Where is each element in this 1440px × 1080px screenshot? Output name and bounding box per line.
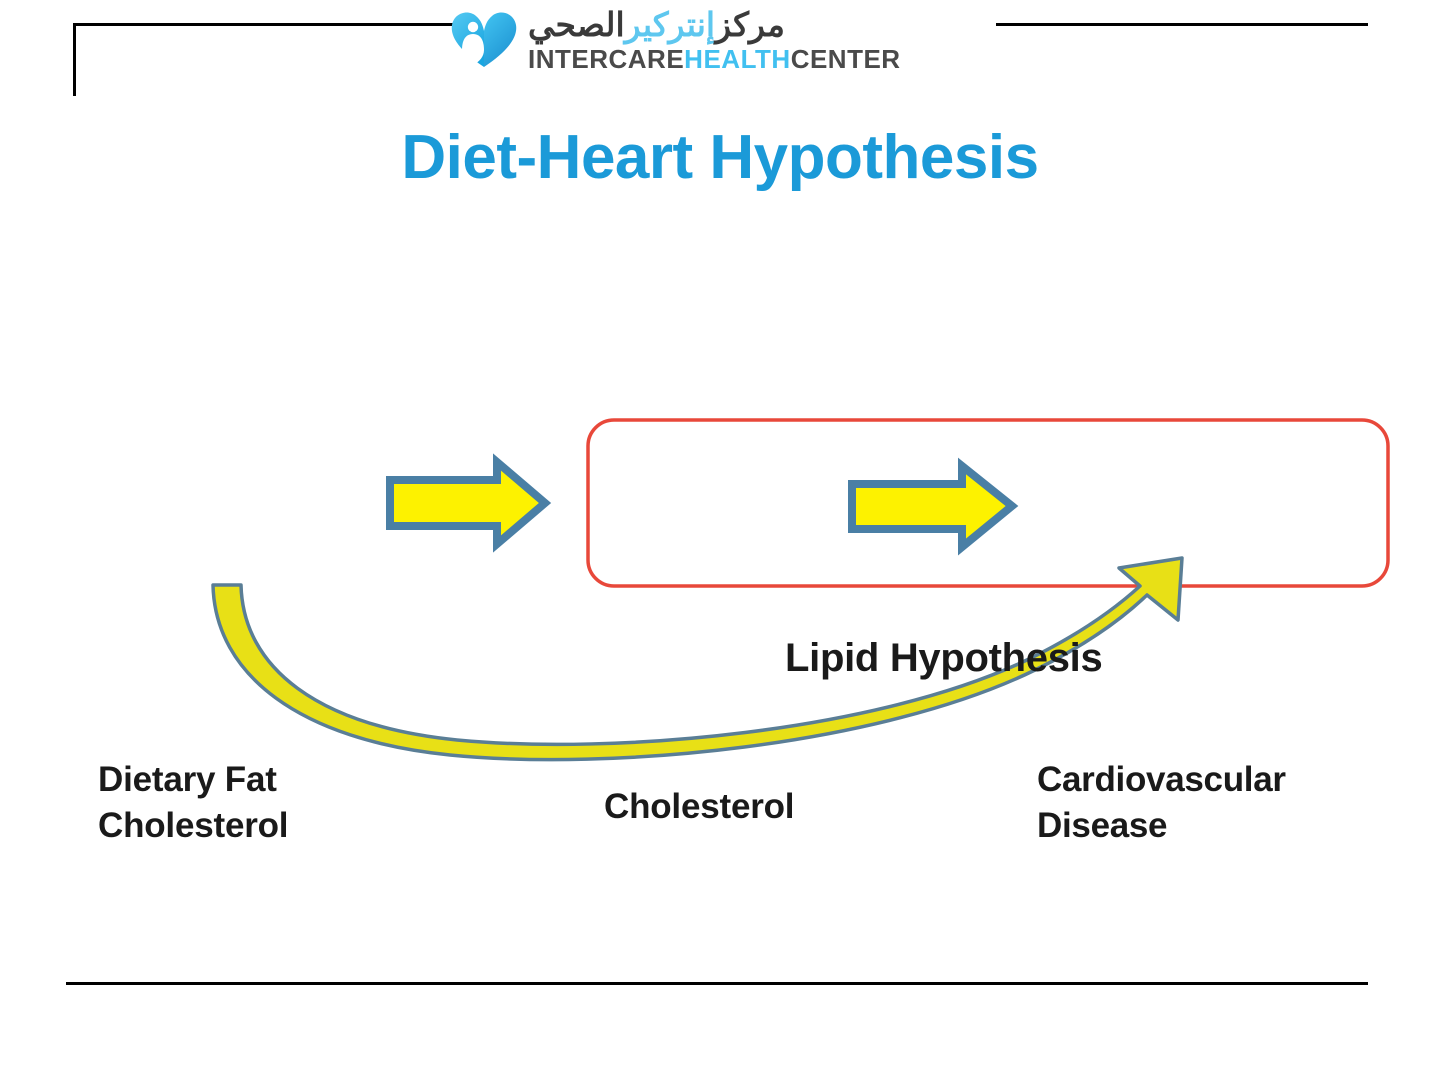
- node-cvd-line2: Disease: [1037, 806, 1168, 846]
- lipid-hypothesis-caption: Lipid Hypothesis: [785, 636, 1103, 680]
- node-cardiovascular-disease: Cardiovascular Disease: [1037, 757, 1286, 849]
- heart-person-logo-icon: [448, 7, 520, 71]
- lipid-hypothesis-box: [586, 418, 1390, 588]
- logo-wordmark: مركز إنتركير الصحي INTERCAREHEALTHCENTER: [528, 7, 901, 72]
- logo-english-brand: HEALTH: [684, 43, 791, 74]
- footer-rule: [66, 982, 1368, 985]
- header-rule-top-left: [73, 23, 456, 26]
- logo-arabic-prefix: مركز: [715, 6, 785, 43]
- logo-english-text: INTERCAREHEALTHCENTER: [528, 46, 901, 72]
- arrow-cholesterol-to-cvd: [848, 457, 1019, 556]
- header-rule-top-right: [996, 23, 1368, 26]
- diet-heart-diagram: Lipid Hypothesis Dietary Fat Cholesterol…: [0, 300, 1440, 845]
- node-cvd-line1: Cardiovascular: [1037, 760, 1286, 799]
- diagram-graphics: [211, 418, 1390, 762]
- logo-english-prefix: INTERCARE: [528, 43, 685, 74]
- node-dietary-fat-cholesterol: Dietary Fat Cholesterol: [98, 757, 289, 849]
- header-rule-left-vertical: [73, 23, 76, 96]
- logo-english-suffix: CENTER: [790, 43, 901, 74]
- node-cholesterol: Cholesterol: [604, 787, 795, 826]
- intercare-health-center-logo: مركز إنتركير الصحي INTERCAREHEALTHCENTER: [448, 4, 1000, 74]
- node-dietary-line1: Dietary Fat: [98, 760, 277, 799]
- node-dietary-line2: Cholesterol: [98, 806, 289, 846]
- curved-arrow-diet-to-cvd: [211, 556, 1184, 762]
- arrow-dietary-to-cholesterol: [386, 453, 552, 553]
- logo-arabic-suffix: الصحي: [528, 6, 625, 43]
- logo-arabic-brand: إنتركير: [624, 6, 716, 43]
- logo-arabic-text: مركز إنتركير الصحي: [528, 7, 901, 43]
- page-title: Diet-Heart Hypothesis: [401, 123, 1039, 192]
